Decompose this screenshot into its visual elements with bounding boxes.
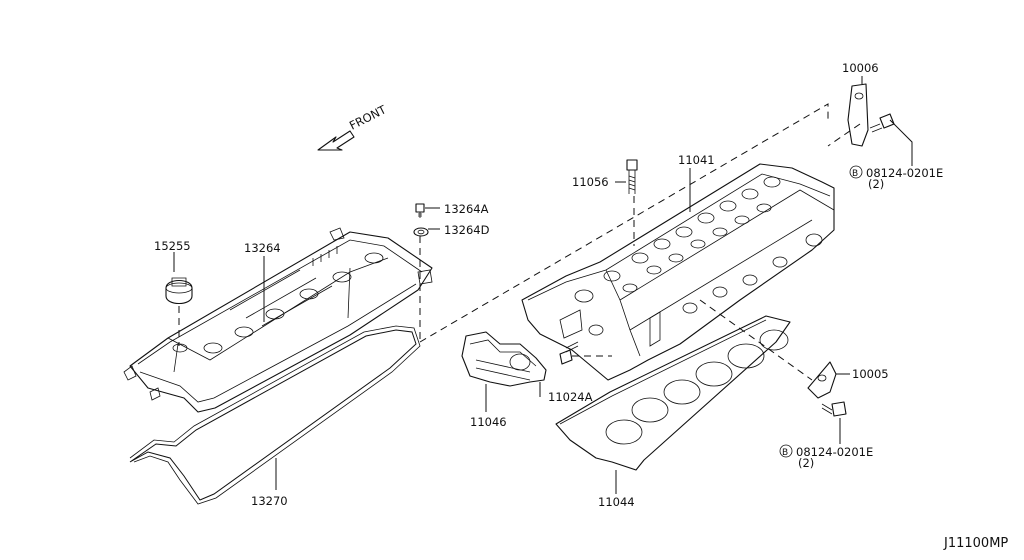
front-direction-indicator: FRONT <box>317 102 389 151</box>
label-10006: 10006 <box>842 61 879 75</box>
cylinder-head-11041[interactable] <box>521 163 835 381</box>
label-10005: 10005 <box>852 367 889 381</box>
label-bolt-bottom-qty: (2) <box>798 456 814 470</box>
label-11024a: 11024A <box>548 390 593 404</box>
label-11041: 11041 <box>678 153 715 167</box>
label-bolt-top-qty: (2) <box>868 177 884 191</box>
label-13264d: 13264D <box>444 223 490 237</box>
washer-13264d[interactable] <box>413 227 429 237</box>
label-13264: 13264 <box>244 241 281 255</box>
head-bolt-11056[interactable] <box>626 159 638 194</box>
rocker-cover-gasket-13270[interactable] <box>129 325 421 505</box>
label-15255: 15255 <box>154 239 191 253</box>
alignment-dashed-lines <box>178 103 861 381</box>
bolt-13264a[interactable] <box>415 203 425 218</box>
b-circle-letter-bottom: B <box>782 448 788 458</box>
oil-filler-cap-15255[interactable] <box>165 277 193 305</box>
front-arrow-icon <box>317 130 355 151</box>
b-circle-icon-bottom <box>779 444 793 458</box>
engine-bracket-10005[interactable] <box>807 361 837 399</box>
diagram-code: J11100MP <box>943 536 1008 551</box>
bolt-08124-0201e-bottom[interactable] <box>821 401 847 417</box>
front-label: FRONT <box>347 102 389 133</box>
engine-bracket-10006[interactable] <box>847 83 869 147</box>
b-circle-icon <box>849 165 863 179</box>
leader-lines <box>173 76 913 494</box>
bolt-08124-0201e-top[interactable] <box>869 113 895 133</box>
label-bolt-bottom: 08124-0201E <box>796 445 873 459</box>
label-11056: 11056 <box>572 175 609 189</box>
label-13270: 13270 <box>251 494 288 508</box>
plug-11024a[interactable] <box>559 341 579 365</box>
part-number-labels: 10006 B 08124-0201E (2) 11041 11056 1326… <box>154 61 1008 551</box>
label-bolt-top: 08124-0201E <box>866 166 943 180</box>
rear-cover-11046[interactable] <box>461 331 547 387</box>
valve-train-details <box>559 176 823 347</box>
label-11046: 11046 <box>470 415 507 429</box>
label-11044: 11044 <box>598 495 635 509</box>
head-gasket-11044[interactable] <box>555 315 791 471</box>
b-circle-letter: B <box>852 169 858 179</box>
rocker-cover-13264[interactable] <box>123 227 433 413</box>
label-13264a: 13264A <box>444 202 489 216</box>
